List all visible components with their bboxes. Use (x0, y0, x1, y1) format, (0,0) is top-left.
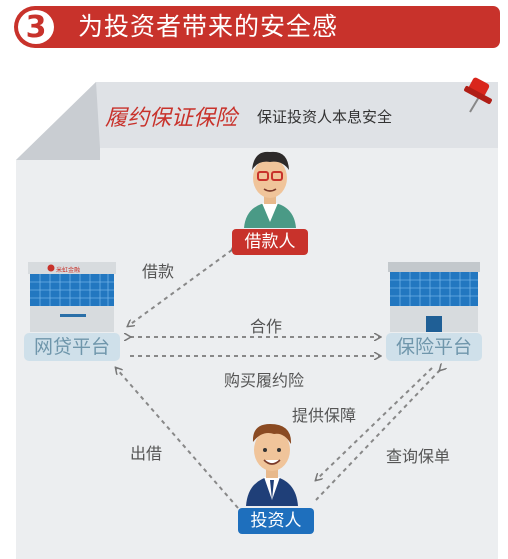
borrower-avatar (244, 151, 296, 228)
banner-title-main: 履约保证保险 (105, 106, 238, 131)
p2p-building-icon (28, 262, 116, 332)
edge-label-cooperate: 合作 (250, 317, 283, 336)
insurance-building-icon (388, 262, 480, 332)
edge-label-lend: 出借 (130, 444, 163, 463)
insurance-platform-label: 保险平台 (386, 333, 482, 361)
borrower-badge: 借款人 (232, 229, 308, 255)
arrow-query-policy (315, 370, 440, 501)
p2p-platform-label: 网贷平台 (24, 333, 120, 361)
edge-label-query-policy: 查询保单 (386, 447, 451, 466)
card-background (16, 82, 498, 559)
edge-label-provide-guarantee: 提供保障 (292, 406, 357, 425)
arrow-borrow (128, 250, 232, 326)
investor-avatar (246, 424, 298, 506)
investor-badge: 投资人 (238, 508, 314, 534)
banner-title-sub: 保证投资人本息安全 (257, 108, 393, 126)
arrow-provide-guarantee (316, 367, 433, 480)
p2p-building-sign: 米虹金融 (56, 267, 81, 274)
arrow-lend (116, 368, 239, 509)
pushpin-icon (464, 77, 492, 113)
banner-fold (16, 82, 100, 160)
header-ribbon (14, 6, 500, 48)
header: 3 为投资者带来的安全感 (0, 0, 508, 52)
banner-background (16, 82, 498, 160)
edge-label-buy-insurance: 购买履约险 (224, 371, 305, 390)
header-title: 为投资者带来的安全感 (78, 12, 339, 41)
step-number-badge: 3 (15, 7, 57, 47)
edge-label-borrow: 借款 (142, 262, 175, 281)
